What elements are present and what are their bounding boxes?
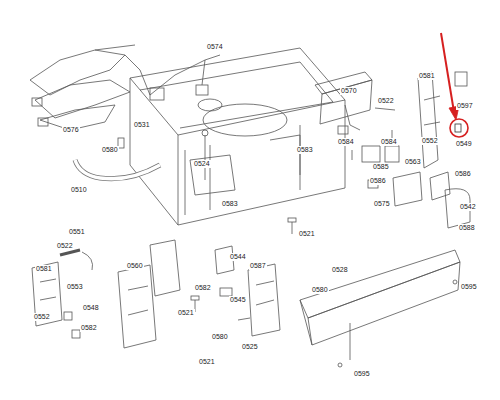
callout-number: 0522 <box>377 97 395 105</box>
callout-number: 0582 <box>194 284 212 292</box>
callout-number: 0545 <box>229 296 247 304</box>
callout-number: 0570 <box>340 87 358 95</box>
callout-number: 0510 <box>70 186 88 194</box>
callout-number: 0580 <box>101 146 119 154</box>
callout-number: 0576 <box>62 126 80 134</box>
callout-number: 0553 <box>66 283 84 291</box>
callout-number: 0580 <box>311 286 329 294</box>
callout-number: 0575 <box>373 200 391 208</box>
callout-number: 0597 <box>456 102 474 110</box>
callout-number: 0552 <box>33 313 51 321</box>
kick-plate <box>300 250 460 367</box>
callout-number: 0584 <box>380 138 398 146</box>
callout-number: 0560 <box>126 262 144 270</box>
callout-number: 0521 <box>198 358 216 366</box>
callout-number: 0581 <box>35 265 53 273</box>
callout-number: 0563 <box>404 158 422 166</box>
callout-number: 0521 <box>177 309 195 317</box>
callout-number: 0588 <box>458 224 476 232</box>
callout-number: 0521 <box>298 230 316 238</box>
callout-number: 0595 <box>460 283 478 291</box>
callout-number: 0548 <box>82 304 100 312</box>
callout-number: 0528 <box>331 266 349 274</box>
callout-number: 0574 <box>206 43 224 51</box>
callout-number: 0551 <box>68 228 86 236</box>
callout-number: 0586 <box>454 170 472 178</box>
callout-number: 0585 <box>372 163 390 171</box>
callout-number: 0580 <box>211 333 229 341</box>
highlight <box>441 33 468 137</box>
callout-number: 0584 <box>337 138 355 146</box>
base-frame <box>130 48 345 225</box>
callout-number: 0531 <box>133 121 151 129</box>
callout-number: 0549 <box>455 140 473 148</box>
module-0570 <box>315 72 395 134</box>
hinge-right <box>352 72 470 228</box>
callout-number: 0552 <box>421 137 439 145</box>
hose-and-screws <box>75 130 296 312</box>
callout-number: 0583 <box>221 200 239 208</box>
callout-number: 0581 <box>418 72 436 80</box>
callout-number: 0582 <box>80 324 98 332</box>
callout-number: 0583 <box>296 146 314 154</box>
center-parts <box>215 246 280 336</box>
callout-number: 0525 <box>241 343 259 351</box>
callout-number: 0586 <box>369 177 387 185</box>
callout-number: 0542 <box>459 203 477 211</box>
callout-number: 0522 <box>56 242 74 250</box>
callout-number: 0595 <box>353 370 371 378</box>
callout-number: 0544 <box>229 253 247 261</box>
wiring-harness <box>30 45 150 130</box>
callout-number: 0524 <box>193 160 211 168</box>
callout-number: 0587 <box>249 262 267 270</box>
hinge-left <box>32 240 180 348</box>
